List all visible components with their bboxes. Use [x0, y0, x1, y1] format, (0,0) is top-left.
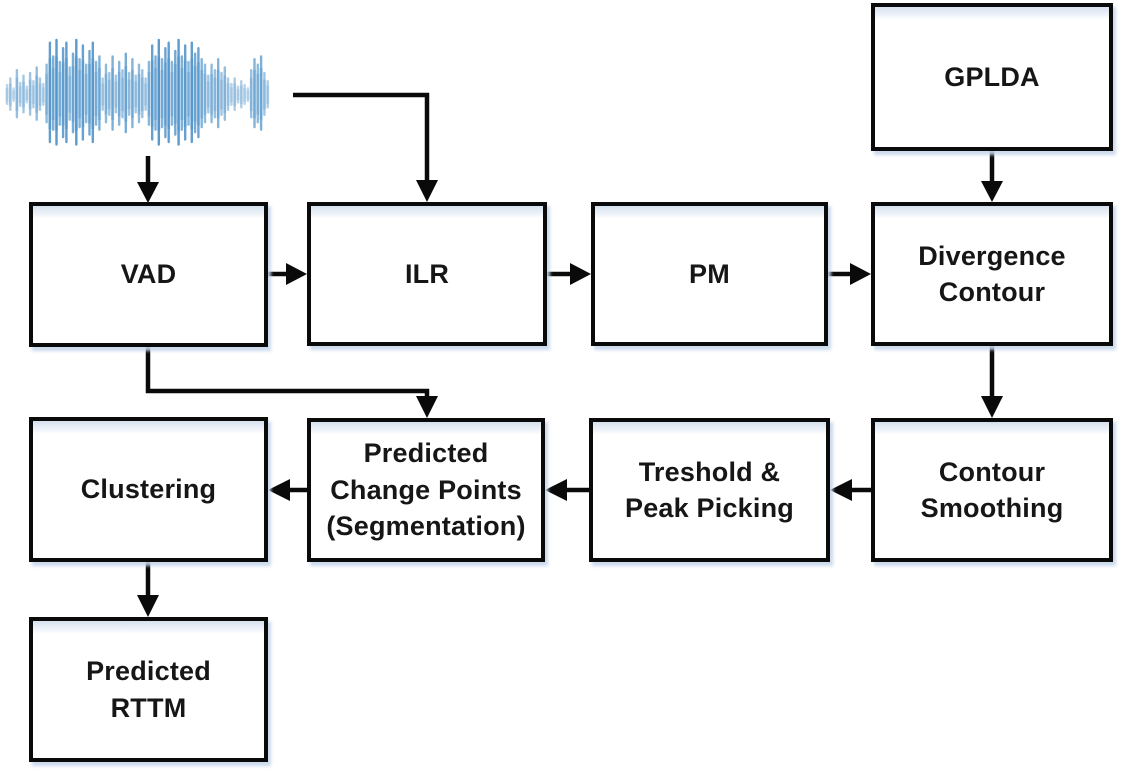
arrow-treshold-to-segmentation [545, 479, 589, 501]
box-divergence-contour-label: Divergence Contour [918, 240, 1066, 307]
box-ilr: ILR [307, 202, 547, 346]
box-vad: VAD [29, 202, 268, 347]
arrow-ilr-to-pm [547, 263, 591, 285]
box-pm-label: PM [689, 258, 730, 289]
audio-waveform-image [5, 38, 270, 146]
box-predicted-rttm: Predicted RTTM [29, 617, 268, 762]
box-predicted-change-points: Predicted Change Points (Segmentation) [307, 418, 545, 562]
arrow-waveform-to-ilr [293, 92, 438, 202]
box-clustering-label: Clustering [80, 474, 217, 505]
arrow-pm-to-divergence [828, 263, 871, 285]
box-ilr-label: ILR [404, 258, 450, 289]
box-treshold-peak-picking-label: Treshold & Peak Picking [625, 456, 794, 523]
arrow-clustering-to-rttm [137, 562, 159, 617]
arrow-segmentation-to-clustering [268, 479, 307, 501]
arrow-contour-smoothing-to-treshold [830, 479, 871, 501]
box-treshold-peak-picking: Treshold & Peak Picking [589, 418, 830, 562]
arrow-waveform-to-vad [137, 156, 159, 203]
box-pm: PM [591, 202, 828, 346]
box-clustering: Clustering [29, 417, 268, 562]
box-contour-smoothing: Contour Smoothing [871, 418, 1113, 562]
box-contour-smoothing-label: Contour Smoothing [920, 456, 1064, 523]
box-gplda-label: GPLDA [944, 61, 1040, 92]
box-gplda: GPLDA [871, 3, 1113, 151]
box-vad-label: VAD [120, 259, 177, 290]
box-divergence-contour: Divergence Contour [871, 202, 1113, 346]
box-predicted-rttm-label: Predicted RTTM [86, 656, 211, 723]
arrow-vad-to-ilr [268, 263, 307, 285]
box-predicted-change-points-label: Predicted Change Points (Segmentation) [326, 438, 526, 542]
arrow-vad-to-segmentation [145, 347, 438, 418]
arrow-gplda-to-divergence [981, 151, 1003, 202]
arrow-divergence-to-contour-smoothing [981, 346, 1003, 418]
